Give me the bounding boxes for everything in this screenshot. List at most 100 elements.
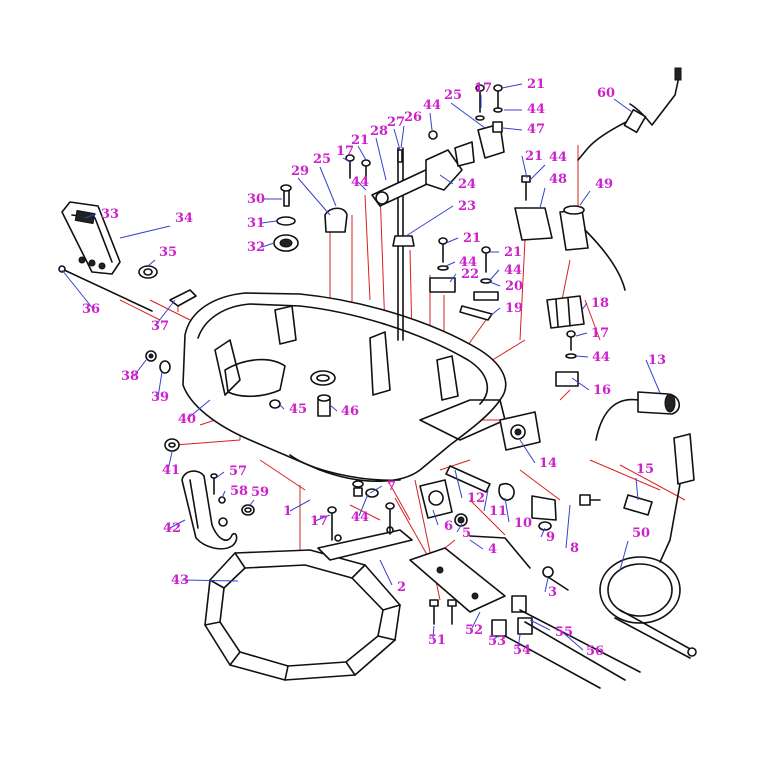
callout-44: 44 [592, 350, 610, 365]
relay-assembly [514, 67, 682, 291]
leader-line [517, 634, 521, 649]
callout-2: 2 [397, 580, 406, 595]
guide-line [619, 464, 686, 501]
callout-26: 26 [404, 110, 422, 125]
leader-line [357, 181, 367, 191]
leader-line [181, 579, 239, 582]
callout-27: 27 [387, 115, 405, 130]
starter-parts [419, 479, 531, 569]
callout-44: 44 [504, 263, 522, 278]
callout-15: 15 [636, 462, 654, 477]
callout-48: 48 [549, 172, 567, 187]
callout-60: 60 [597, 86, 615, 101]
callout-5: 5 [462, 526, 471, 541]
callout-58: 58 [230, 484, 248, 499]
callout-7: 7 [387, 479, 396, 494]
panel-mount-hardware [58, 265, 197, 312]
callout-13: 13 [648, 353, 666, 368]
callout-9: 9 [546, 530, 555, 545]
callout-3: 3 [548, 585, 557, 600]
callout-11: 11 [489, 504, 507, 519]
callout-17: 17 [310, 514, 328, 529]
callout-44: 44 [351, 510, 369, 525]
leader-line [613, 98, 633, 113]
leader-line [489, 281, 501, 287]
callout-36: 36 [82, 302, 100, 317]
leader-line [540, 527, 546, 538]
leader-line [319, 166, 337, 207]
guide-line [394, 497, 431, 561]
leader-line [429, 112, 433, 131]
leader-line [483, 489, 489, 512]
bolts-middle [345, 154, 499, 321]
front-panel-cover [61, 201, 121, 275]
callout-59: 59 [251, 485, 269, 500]
leader-line [221, 490, 226, 499]
leader-line [454, 469, 463, 499]
callout-14: 14 [539, 456, 557, 471]
leader-line [489, 269, 500, 281]
leader-line [619, 540, 629, 571]
guide-line [469, 499, 506, 536]
leader-line [469, 539, 484, 550]
callout-44: 44 [549, 150, 567, 165]
leader-line [393, 128, 401, 151]
leader-line [147, 259, 156, 267]
cowl-gasket [204, 549, 401, 681]
callout-44: 44 [459, 255, 477, 270]
leader-line [358, 493, 369, 517]
leader-line [501, 83, 523, 89]
leader-line [445, 261, 456, 267]
leader-line [519, 439, 536, 464]
leader-line [502, 127, 523, 131]
callout-17: 17 [474, 81, 492, 96]
leader-line [579, 190, 591, 206]
leader-line [471, 611, 481, 629]
callout-12: 12 [467, 491, 485, 506]
callout-41: 41 [162, 463, 180, 478]
leader-line [565, 504, 571, 549]
guide-line [379, 189, 386, 331]
callout-24: 24 [458, 177, 476, 192]
callout-20: 20 [505, 279, 523, 294]
callout-16: 16 [593, 383, 611, 398]
guide-line [259, 459, 306, 491]
callout-56: 56 [586, 644, 604, 659]
main-harness-connector [595, 391, 680, 441]
callout-4: 4 [488, 542, 497, 557]
callout-31: 31 [247, 216, 265, 231]
guide-line [364, 194, 371, 301]
leader-line [504, 497, 510, 523]
leader-line [84, 213, 97, 219]
leader-line [450, 102, 486, 129]
guide-line [519, 469, 561, 501]
cable-clamps [491, 595, 533, 637]
callout-34: 34 [175, 211, 193, 226]
callout-19: 19 [505, 301, 523, 316]
callout-44: 44 [351, 175, 369, 190]
guide-line [584, 299, 601, 341]
callout-22: 22 [461, 267, 479, 282]
callout-54: 54 [513, 643, 531, 658]
leader-line [400, 125, 405, 149]
callout-23: 23 [458, 199, 476, 214]
callout-51: 51 [428, 633, 446, 648]
callout-21: 21 [463, 231, 481, 246]
leader-line [279, 404, 285, 410]
leader-line [314, 514, 331, 522]
leader-line [186, 399, 211, 420]
callout-leader-lines [61, 83, 661, 651]
leader-line [119, 225, 171, 239]
callout-29: 29 [291, 164, 309, 179]
top-fastener-stack [273, 184, 348, 252]
leader-line [529, 164, 546, 181]
lower-bracket-plate [409, 547, 506, 613]
callout-8: 8 [570, 541, 579, 556]
callout-21: 21 [525, 149, 543, 164]
leader-line [154, 299, 176, 327]
callout-40: 40 [178, 412, 196, 427]
leader-line [456, 523, 463, 533]
callout-53: 53 [488, 634, 506, 649]
callout-47: 47 [527, 122, 545, 137]
